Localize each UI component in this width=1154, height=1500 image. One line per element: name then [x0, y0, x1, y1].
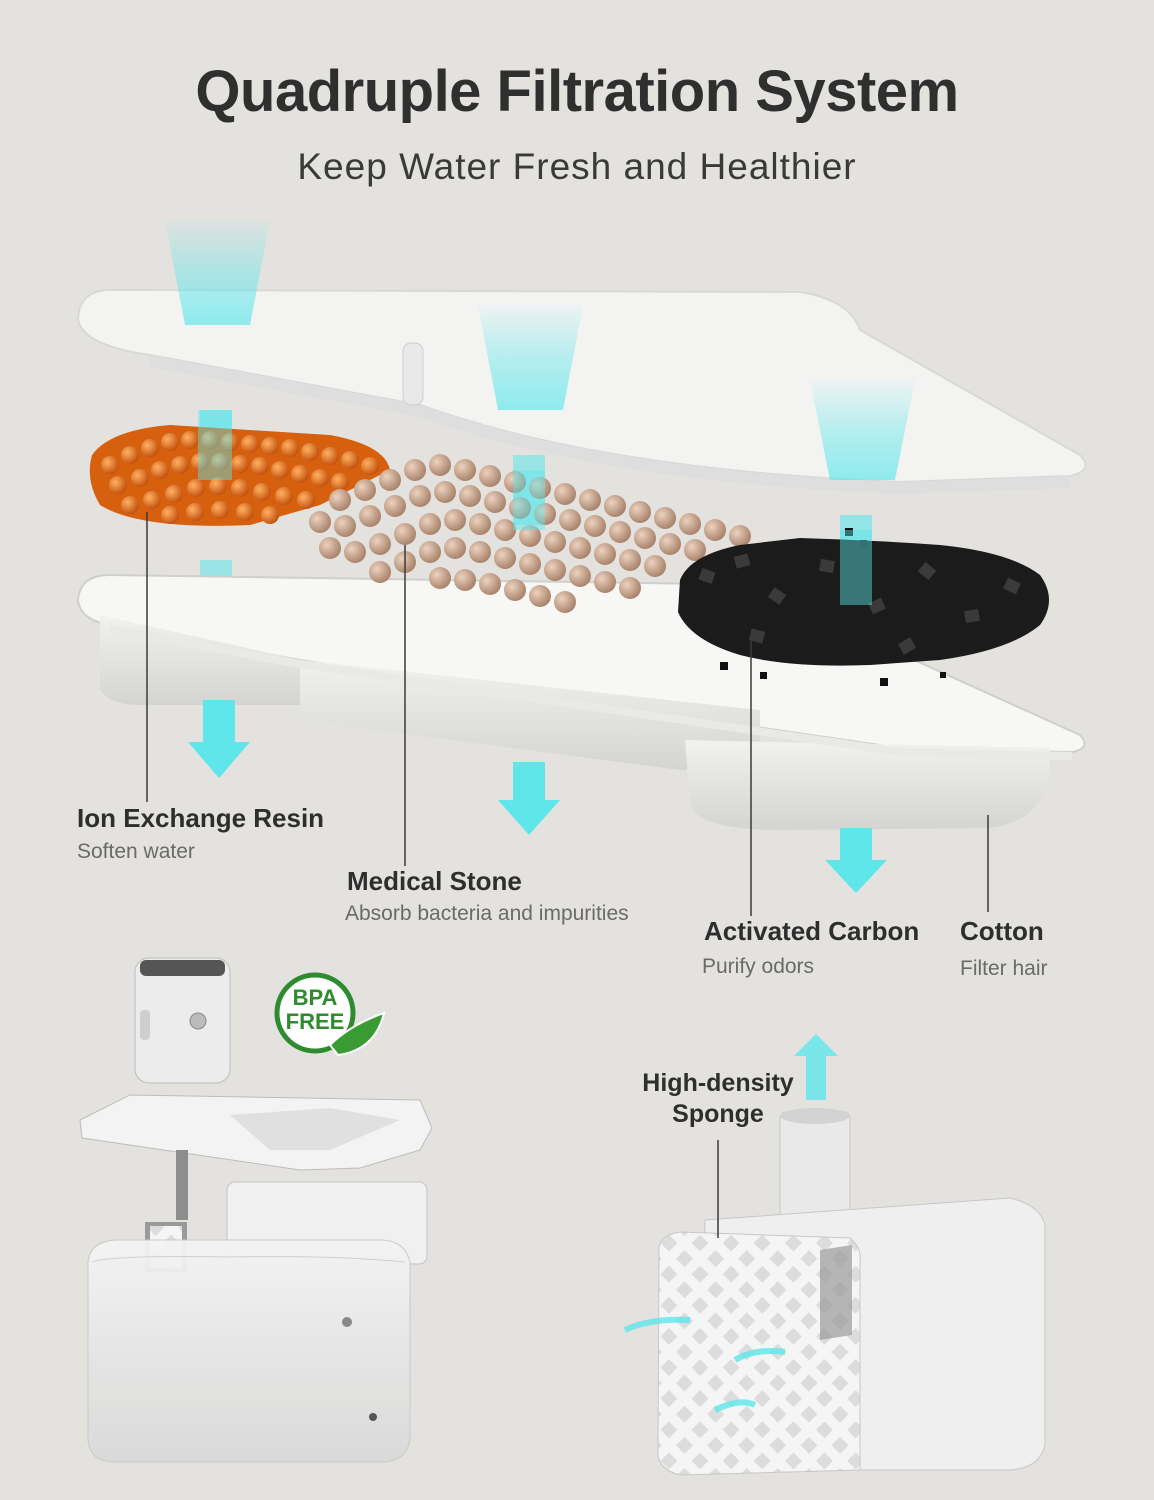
bpa-free-badge [274, 972, 386, 1057]
activated-carbon-granules [678, 528, 1049, 686]
bpa-free-badge-text: BPA FREE [277, 986, 353, 1034]
layer-desc-ion-exchange-resin: Soften water [77, 840, 195, 863]
pump-label-line2: Sponge [672, 1100, 764, 1128]
down-arrow-icon [188, 700, 887, 893]
ion-exchange-resin-beads [89, 410, 390, 526]
page-title: Quadruple Filtration System [195, 59, 959, 124]
page-subtitle: Keep Water Fresh and Healthier [297, 146, 857, 187]
layer-desc-activated-carbon: Purify odors [702, 955, 815, 978]
layer-label-medical-stone: Medical Stone [347, 866, 522, 896]
layer-desc-medical-stone: Absorb bacteria and impurities [345, 902, 629, 925]
layer-desc-cotton: Filter hair [960, 957, 1048, 980]
badge-line1: BPA [292, 985, 338, 1010]
layer-label-ion-exchange-resin: Ion Exchange Resin [77, 803, 325, 833]
layer-label-activated-carbon: Activated Carbon [704, 916, 920, 946]
pump-device [623, 1108, 1046, 1476]
layer-label-cotton: Cotton [960, 916, 1044, 946]
badge-line2: FREE [285, 1009, 345, 1034]
leader-lines [146, 512, 989, 916]
pump-label-line1: High-density [642, 1069, 794, 1097]
medical-stone-beads [309, 454, 751, 613]
up-arrow-icon [794, 1034, 838, 1100]
pump-label: High-density Sponge [632, 1068, 804, 1130]
fountain-device [79, 957, 433, 1463]
